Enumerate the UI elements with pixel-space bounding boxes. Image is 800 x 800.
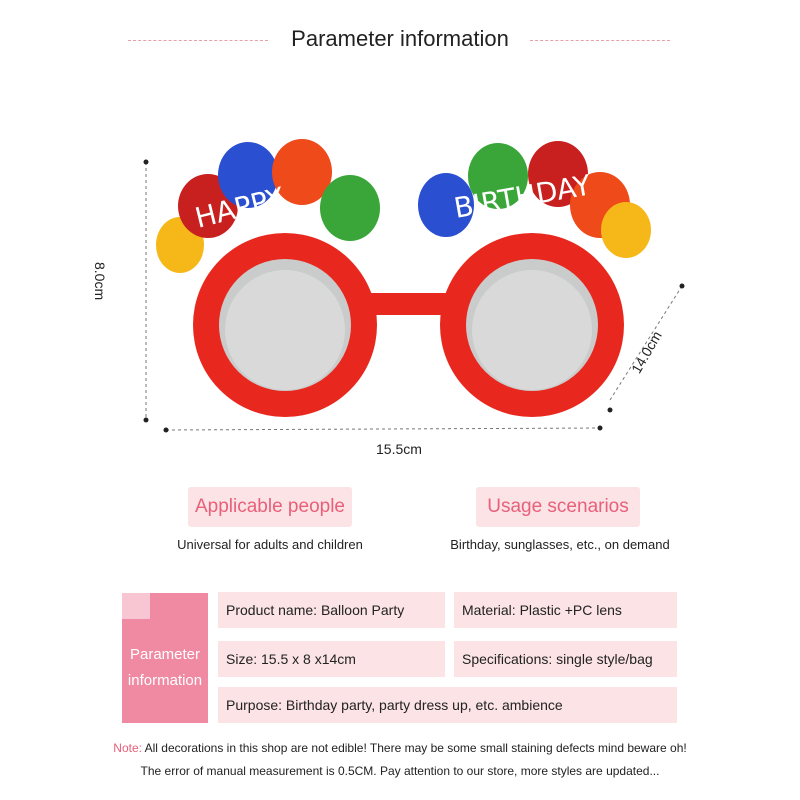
usage-scenarios-label: Usage scenarios: [476, 487, 640, 527]
header: Parameter information: [0, 22, 800, 58]
product-name-cell: Product name: Balloon Party: [218, 592, 445, 628]
height-dimension: 8.0cm: [92, 262, 108, 301]
glasses-illustration: HAPPY BIRTHDAY: [143, 139, 685, 433]
left-balloons: [156, 139, 380, 273]
purpose-cell: Purpose: Birthday party, party dress up,…: [218, 687, 677, 723]
dimension-dots: [143, 159, 685, 433]
parameter-heading-notch: [122, 593, 150, 619]
header-divider-right: [530, 40, 670, 41]
usage-scenarios-desc: Birthday, sunglasses, etc., on demand: [450, 537, 670, 552]
applicable-people-desc: Universal for adults and children: [177, 537, 363, 552]
width-dimension: 15.5cm: [376, 441, 422, 457]
size-cell: Size: 15.5 x 8 x14cm: [218, 641, 445, 677]
note-prefix: Note:: [113, 741, 142, 755]
parameter-heading: Parameter information: [122, 642, 208, 694]
note-text-1: All decorations in this shop are not edi…: [141, 741, 687, 755]
note-line-1: Note: All decorations in this shop are n…: [0, 741, 800, 755]
material-cell: Material: Plastic +PC lens: [454, 592, 677, 628]
note-line-2: The error of manual measurement is 0.5CM…: [140, 764, 660, 778]
specifications-cell: Specifications: single style/bag: [454, 641, 677, 677]
applicable-people-label: Applicable people: [188, 487, 352, 527]
right-balloons: [418, 141, 651, 258]
page-title: Parameter information: [291, 26, 509, 51]
dimension-lines: [145, 162, 683, 431]
parameter-heading-line1: Parameter: [129, 646, 201, 663]
product-image: HAPPY BIRTHDAY: [110, 110, 710, 470]
glasses-frame: [193, 233, 624, 417]
parameter-heading-line2: information: [127, 672, 203, 689]
header-divider-left: [128, 40, 268, 41]
